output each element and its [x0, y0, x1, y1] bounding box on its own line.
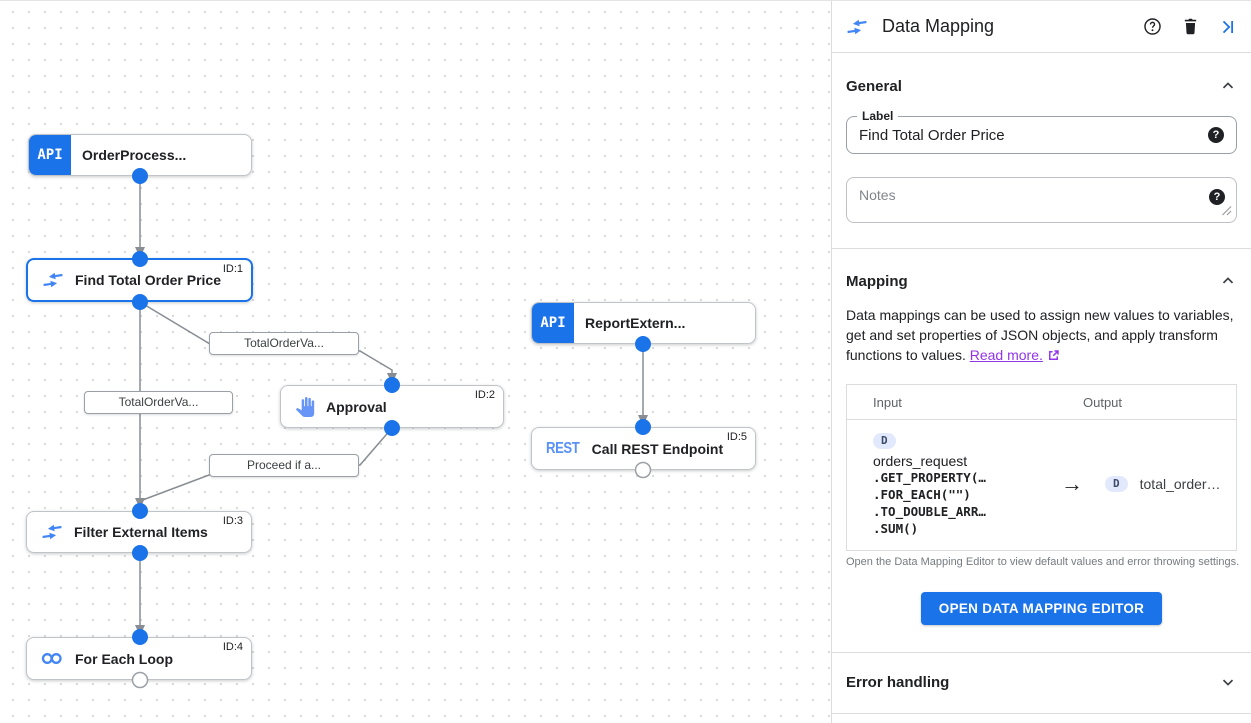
node-label: Call REST Endpoint [591, 440, 724, 457]
delete-icon[interactable] [1182, 17, 1199, 36]
transform-line: .GET_PROPERTY(… [873, 470, 986, 485]
node-approval[interactable]: ID:2 Approval [280, 385, 504, 428]
node-id-tag: ID:2 [474, 389, 495, 401]
datatype-chip: D [1105, 476, 1128, 492]
label-field-label: Label [857, 109, 899, 123]
error-handling-section-header[interactable]: Error handling [846, 653, 1237, 713]
section-error-handling: Error handling [832, 653, 1251, 713]
node-id-tag: ID:1 [222, 263, 243, 275]
edge-label-proceed-if[interactable]: Proceed if a... [209, 454, 359, 477]
divider [832, 248, 1251, 249]
mapping-caption: Open the Data Mapping Editor to view def… [846, 556, 1240, 568]
node-find-total-order-price[interactable]: ID:1 Find Total Order Price [26, 258, 253, 302]
read-more-link[interactable]: Read more. [969, 347, 1043, 363]
mapping-output-cell: D total_order… [1105, 431, 1236, 537]
section-general: General Label ? ? [832, 53, 1251, 223]
node-trigger-orderprocess[interactable]: API OrderProcess... [28, 134, 252, 176]
node-filter-external-items[interactable]: ID:3 Filter External Items [26, 511, 252, 553]
mapping-heading: Mapping [846, 272, 908, 290]
question-help-icon[interactable]: ? [1208, 127, 1224, 143]
node-label: Approval [326, 398, 387, 415]
data-mapping-icon [42, 270, 64, 290]
help-icon[interactable] [1143, 17, 1162, 36]
node-label: Filter External Items [74, 524, 208, 540]
divider [832, 713, 1251, 714]
mapping-table-header: Input Output [847, 385, 1236, 420]
error-handling-heading: Error handling [846, 673, 950, 691]
node-trigger-reportextern[interactable]: API ReportExtern... [531, 302, 756, 344]
node-label: Find Total Order Price [75, 272, 221, 288]
collapse-panel-icon[interactable] [1219, 18, 1237, 36]
edge-label-totalorderva-2[interactable]: TotalOrderVa... [84, 391, 233, 414]
node-label: OrderProcess... [82, 147, 187, 163]
general-heading: General [846, 77, 902, 95]
chevron-up-icon [1219, 272, 1237, 290]
resize-handle-icon[interactable] [1221, 203, 1232, 219]
mapping-input-cell: D orders_request .GET_PROPERTY(… .FOR_EA… [873, 431, 1039, 537]
panel-title: Data Mapping [882, 16, 995, 36]
output-variable: total_order… [1139, 476, 1221, 492]
input-column-header: Input [873, 394, 902, 410]
mapping-row[interactable]: D orders_request .GET_PROPERTY(… .FOR_EA… [847, 420, 1236, 550]
input-variable: orders_request [873, 453, 968, 469]
notes-input[interactable] [847, 178, 1236, 222]
mapping-table: Input Output D orders_request .GET_PROPE… [846, 384, 1237, 551]
node-call-rest-endpoint[interactable]: ID:5 REST Call REST Endpoint [531, 427, 756, 470]
transform-line: .SUM() [873, 521, 919, 536]
transform-line: .TO_DOUBLE_ARR… [873, 504, 986, 519]
workflow-canvas[interactable]: API OrderProcess... ID:1 Find Total Orde… [0, 1, 831, 723]
mapping-description: Data mappings can be used to assign new … [846, 307, 1234, 363]
edge-label-totalorderva-1[interactable]: TotalOrderVa... [209, 332, 359, 355]
divider [832, 652, 1251, 653]
section-mapping: Mapping Data mappings can be used to ass… [832, 249, 1251, 625]
node-label: ReportExtern... [585, 315, 686, 331]
datatype-chip: D [873, 433, 896, 449]
node-for-each-loop[interactable]: ID:4 For Each Loop [26, 637, 252, 680]
open-data-mapping-editor-button[interactable]: OPEN DATA MAPPING EDITOR [920, 592, 1163, 625]
node-id-tag: ID:4 [222, 641, 243, 653]
chevron-down-icon [1219, 673, 1237, 691]
hand-icon [295, 396, 315, 417]
config-panel: Data Mapping [831, 1, 1251, 723]
external-link-icon [1047, 349, 1060, 365]
arrow-right-glyph: → [1061, 471, 1083, 496]
label-input[interactable] [859, 126, 1208, 144]
notes-field: ? [846, 177, 1237, 223]
api-badge: API [29, 135, 71, 175]
transform-line: .FOR_EACH("") [873, 487, 971, 502]
chevron-up-icon [1219, 77, 1237, 95]
node-label: For Each Loop [75, 650, 173, 667]
loop-icon [41, 651, 64, 666]
edges-layer [131, 168, 652, 689]
question-help-icon[interactable]: ? [1209, 189, 1225, 205]
node-id-tag: ID:3 [222, 515, 243, 527]
api-badge: API [532, 303, 574, 343]
label-field: Label ? [846, 109, 1237, 154]
rest-badge: REST [546, 439, 580, 457]
output-column-header: Output [1083, 394, 1123, 410]
node-id-tag: ID:5 [726, 431, 747, 443]
mapping-section-header[interactable]: Mapping [846, 249, 1237, 290]
data-mapping-icon [846, 17, 868, 37]
data-mapping-icon [41, 522, 63, 542]
general-section-header[interactable]: General [846, 53, 1237, 95]
panel-header: Data Mapping [832, 1, 1251, 53]
